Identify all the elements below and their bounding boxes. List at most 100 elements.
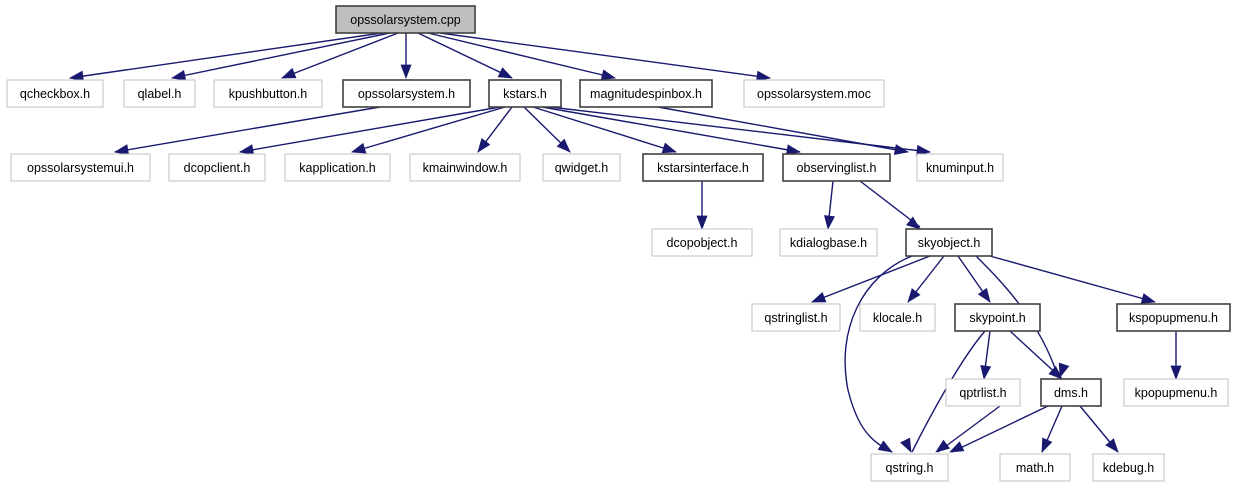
node-dms[interactable]: dms.h: [1040, 378, 1102, 407]
node-box-kapplication[interactable]: [284, 153, 391, 182]
arrowhead-skyobject-to-qstringlist: [811, 292, 827, 303]
node-box-qcheckbox[interactable]: [6, 79, 104, 108]
edge-kstars-to-dcopclient: [239, 106, 501, 153]
node-opssolarsystemui[interactable]: opssolarsystemui.h: [10, 153, 151, 182]
node-box-qstring[interactable]: [870, 453, 949, 482]
node-label-dms: dms.h: [1054, 386, 1088, 400]
node-dcopclient[interactable]: dcopclient.h: [168, 153, 266, 182]
node-label-opssolarsystem_h: opssolarsystem.h: [358, 87, 455, 101]
edge-skypoint-to-dms: [1009, 330, 1061, 378]
node-kpushbutton[interactable]: kpushbutton.h: [213, 79, 323, 108]
node-opssolarsystem_h[interactable]: opssolarsystem.h: [342, 79, 471, 108]
arrowhead-kstars-to-qwidget: [556, 138, 571, 153]
node-box-qwidget[interactable]: [542, 153, 621, 182]
node-label-opssolarsystem_moc: opssolarsystem.moc: [757, 87, 871, 101]
node-box-skypoint[interactable]: [954, 303, 1041, 332]
node-label-kstarsinterface: kstarsinterface.h: [657, 161, 749, 175]
node-box-skyobject[interactable]: [905, 228, 993, 257]
node-label-knuminput: knuminput.h: [926, 161, 994, 175]
node-box-qlabel[interactable]: [123, 79, 196, 108]
node-box-knuminput[interactable]: [916, 153, 1004, 182]
node-kmainwindow[interactable]: kmainwindow.h: [409, 153, 521, 182]
node-box-kdebug[interactable]: [1092, 453, 1165, 482]
node-box-opssolarsystemui[interactable]: [10, 153, 151, 182]
node-box-kmainwindow[interactable]: [409, 153, 521, 182]
node-observinglist[interactable]: observinglist.h: [782, 153, 891, 182]
node-label-kdebug: kdebug.h: [1103, 461, 1154, 475]
node-label-qstringlist: qstringlist.h: [764, 311, 827, 325]
node-label-kpopupmenu: kpopupmenu.h: [1135, 386, 1218, 400]
node-qstring[interactable]: qstring.h: [870, 453, 949, 482]
arrowhead-dms-to-qstring: [949, 441, 965, 453]
node-box-kstarsinterface[interactable]: [642, 153, 764, 182]
edge-opssolarsystem_cpp-to-magnitudespinbox: [427, 32, 616, 79]
node-dcopobject[interactable]: dcopobject.h: [651, 228, 753, 257]
edge-qptrlist-to-qstring: [937, 405, 1001, 453]
node-box-math[interactable]: [999, 453, 1071, 482]
node-kspopupmenu[interactable]: kspopupmenu.h: [1116, 303, 1231, 332]
arrowhead-kstars-to-kstarsinterface: [661, 142, 677, 154]
node-box-qstringlist[interactable]: [751, 303, 841, 332]
node-qwidget[interactable]: qwidget.h: [542, 153, 621, 182]
node-knuminput[interactable]: knuminput.h: [916, 153, 1004, 182]
node-label-magnitudespinbox: magnitudespinbox.h: [590, 87, 702, 101]
node-math[interactable]: math.h: [999, 453, 1071, 482]
arrowhead-skyobject-to-klocale: [907, 288, 921, 303]
node-box-kpopupmenu[interactable]: [1123, 378, 1229, 407]
node-label-qcheckbox: qcheckbox.h: [20, 87, 90, 101]
arrowhead-opssolarsystem_cpp-to-qlabel: [171, 69, 187, 81]
node-box-qptrlist[interactable]: [945, 378, 1021, 407]
node-magnitudespinbox[interactable]: magnitudespinbox.h: [579, 79, 713, 108]
arrowhead-qptrlist-to-qstring: [935, 439, 950, 453]
edge-skyobject-to-qstring: [844, 255, 913, 453]
arrowhead-kstarsinterface-to-dcopobject: [696, 215, 708, 230]
node-kdebug[interactable]: kdebug.h: [1092, 453, 1165, 482]
node-box-opssolarsystem_moc[interactable]: [743, 79, 885, 108]
node-box-dcopclient[interactable]: [168, 153, 266, 182]
node-skypoint[interactable]: skypoint.h: [954, 303, 1041, 332]
node-kstars[interactable]: kstars.h: [488, 79, 562, 108]
arrowhead-opssolarsystem_cpp-to-kpushbutton: [281, 67, 297, 79]
node-box-kspopupmenu[interactable]: [1116, 303, 1231, 332]
arrowhead-opssolarsystem_cpp-to-magnitudespinbox: [600, 69, 616, 81]
arrowhead-observinglist-to-kdialogbase: [824, 215, 835, 230]
node-box-opssolarsystem_h[interactable]: [342, 79, 471, 108]
arrowhead-kstars-to-kmainwindow: [477, 138, 491, 153]
edge-kstars-to-kstarsinterface: [532, 106, 677, 153]
node-box-kpushbutton[interactable]: [213, 79, 323, 108]
node-box-kstars[interactable]: [488, 79, 562, 108]
node-label-opssolarsystemui: opssolarsystemui.h: [27, 161, 134, 175]
node-box-dms[interactable]: [1040, 378, 1102, 407]
node-qptrlist[interactable]: qptrlist.h: [945, 378, 1021, 407]
node-opssolarsystem_moc[interactable]: opssolarsystem.moc: [743, 79, 885, 108]
node-kpopupmenu[interactable]: kpopupmenu.h: [1123, 378, 1229, 407]
edge-skyobject-to-qstringlist: [811, 255, 931, 303]
node-box-observinglist[interactable]: [782, 153, 891, 182]
node-label-kpushbutton: kpushbutton.h: [229, 87, 308, 101]
edge-observinglist-to-skyobject: [859, 180, 921, 228]
node-label-qstring: qstring.h: [886, 461, 934, 475]
node-opssolarsystem_cpp[interactable]: opssolarsystem.cpp: [335, 5, 476, 34]
node-box-dcopobject[interactable]: [651, 228, 753, 257]
node-label-qptrlist: qptrlist.h: [959, 386, 1006, 400]
node-box-magnitudespinbox[interactable]: [579, 79, 713, 108]
node-kapplication[interactable]: kapplication.h: [284, 153, 391, 182]
node-label-qlabel: qlabel.h: [138, 87, 182, 101]
node-klocale[interactable]: klocale.h: [859, 303, 936, 332]
edge-opssolarsystem_cpp-to-qcheckbox: [69, 32, 383, 79]
node-kstarsinterface[interactable]: kstarsinterface.h: [642, 153, 764, 182]
node-qcheckbox[interactable]: qcheckbox.h: [6, 79, 104, 108]
node-box-kdialogbase[interactable]: [779, 228, 878, 257]
arrowhead-opssolarsystem_cpp-to-kstars: [497, 67, 513, 79]
node-skyobject[interactable]: skyobject.h: [905, 228, 993, 257]
node-box-opssolarsystem_cpp[interactable]: [335, 5, 476, 34]
arrowhead-dms-to-kdebug: [1105, 438, 1119, 453]
arrowhead-skypoint-to-qptrlist: [980, 365, 992, 380]
edge-dms-to-qstring: [951, 405, 1049, 453]
node-qlabel[interactable]: qlabel.h: [123, 79, 196, 108]
node-label-skypoint: skypoint.h: [969, 311, 1025, 325]
node-qstringlist[interactable]: qstringlist.h: [751, 303, 841, 332]
node-box-klocale[interactable]: [859, 303, 936, 332]
node-kdialogbase[interactable]: kdialogbase.h: [779, 228, 878, 257]
